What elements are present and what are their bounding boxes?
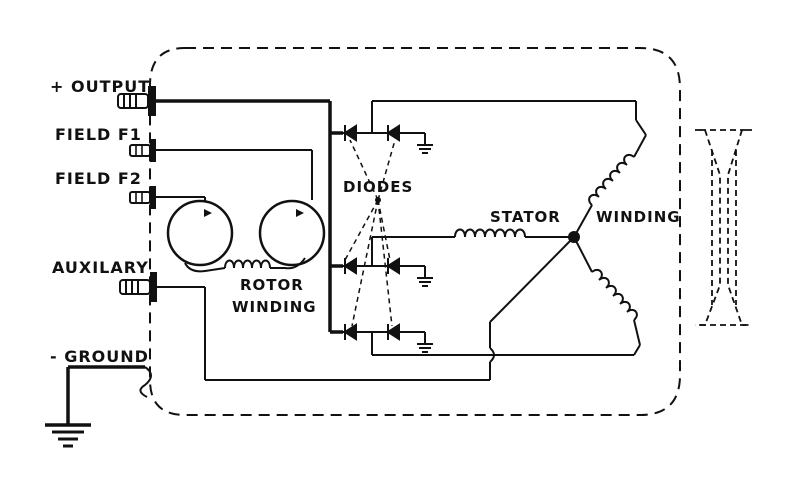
diode-row-1 (343, 124, 433, 154)
rotor-label-line1: ROTOR (240, 276, 304, 294)
coil-icon (588, 153, 635, 206)
auxiliary-label: AUXILARY (52, 258, 149, 277)
diode-icon (343, 124, 357, 142)
rotor-arrow-right (296, 209, 304, 217)
stator-lead-top (371, 100, 637, 133)
stator-lead-middle (371, 228, 574, 266)
stator-lead-aux (489, 236, 575, 380)
coil-icon (454, 228, 526, 238)
rotor-label-line2: WINDING (232, 298, 317, 316)
ground-label: - GROUND (50, 347, 149, 366)
stator-winding-upper (573, 119, 647, 238)
field-f2-label: FIELD F2 (55, 169, 142, 188)
ground-lead (66, 365, 152, 425)
rotor-arrow-left (204, 209, 212, 217)
auxiliary-terminal[interactable] (119, 272, 157, 302)
field-f1-terminal[interactable] (129, 139, 156, 162)
coil-icon (224, 259, 271, 269)
diode-icon (386, 257, 400, 275)
diode-icon (343, 257, 357, 275)
diodes-leaders (344, 139, 396, 327)
pulley-icon (695, 129, 752, 326)
diode-icon (343, 323, 357, 341)
diode-row-3 (343, 323, 433, 353)
stator-label: STATOR (490, 208, 561, 226)
stator-winding-lower (371, 236, 641, 356)
field-f2-terminal[interactable] (129, 186, 156, 209)
winding-label: WINDING (596, 208, 681, 226)
coil-icon (591, 268, 638, 321)
output-label: + OUTPUT (50, 77, 150, 96)
rotor-slip-ring-left (166, 199, 234, 267)
diode-icon (386, 323, 400, 341)
ground-icon (45, 423, 91, 448)
diode-row-2 (343, 257, 433, 287)
rotor-slip-ring-right (258, 199, 326, 267)
housing-outline (149, 47, 681, 416)
output-terminal[interactable] (117, 86, 156, 116)
diodes-leader-origin (375, 197, 381, 203)
rotor-winding-coil (184, 257, 306, 273)
diode-icon (386, 124, 400, 142)
output-bus (156, 99, 343, 334)
diodes-label: DIODES (343, 178, 413, 196)
field-f1-label: FIELD F1 (55, 125, 142, 144)
auxiliary-wiring (157, 286, 490, 381)
